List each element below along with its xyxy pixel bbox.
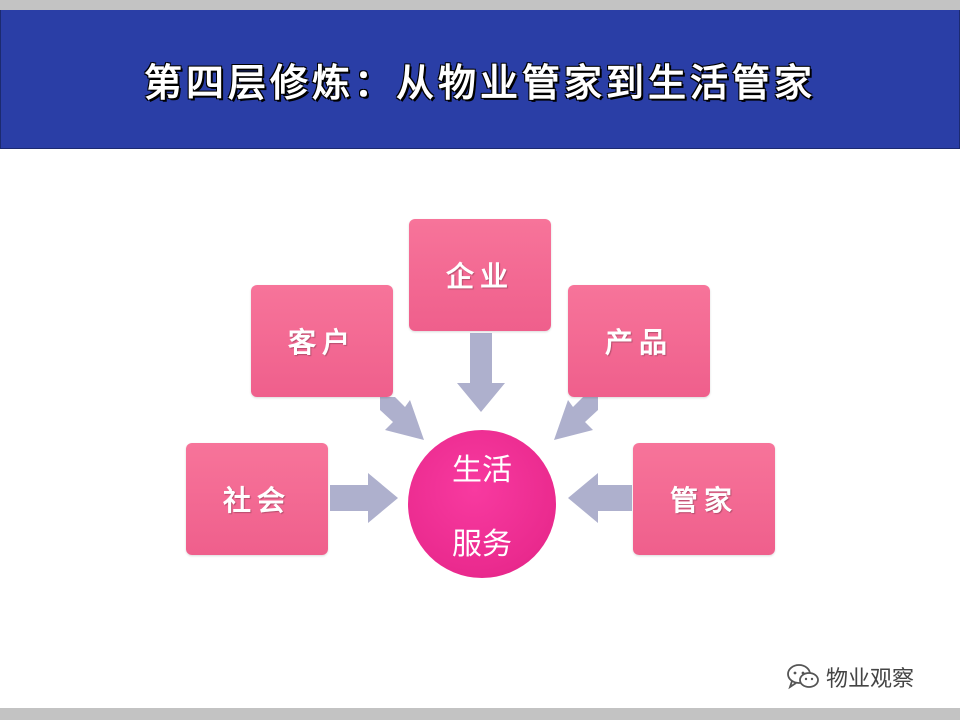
- node-enterprise: 企业: [409, 219, 551, 331]
- arrow-society: [330, 473, 398, 523]
- arrow-enterprise: [457, 333, 505, 412]
- title-banner: 第四层修炼：从物业管家到生活管家: [0, 10, 960, 149]
- arrow-steward: [568, 473, 632, 523]
- watermark-text: 物业观察: [826, 667, 915, 692]
- arrow-product: [554, 397, 598, 440]
- center-node: 生活 服务: [408, 430, 556, 578]
- arrow-customer: [380, 397, 424, 440]
- node-customer: 客户: [251, 285, 393, 397]
- watermark: 物业观察: [786, 660, 914, 694]
- top-strip: [0, 0, 960, 10]
- center-label-line2: 服务: [452, 527, 512, 562]
- node-product: 产品: [568, 285, 710, 397]
- node-society: 社会: [186, 443, 328, 555]
- node-steward: 管家: [633, 443, 775, 555]
- bottom-strip: [0, 708, 960, 720]
- page-title: 第四层修炼：从物业管家到生活管家: [143, 59, 816, 105]
- center-label-line1: 生活: [452, 453, 512, 488]
- wechat-icon: [787, 664, 819, 690]
